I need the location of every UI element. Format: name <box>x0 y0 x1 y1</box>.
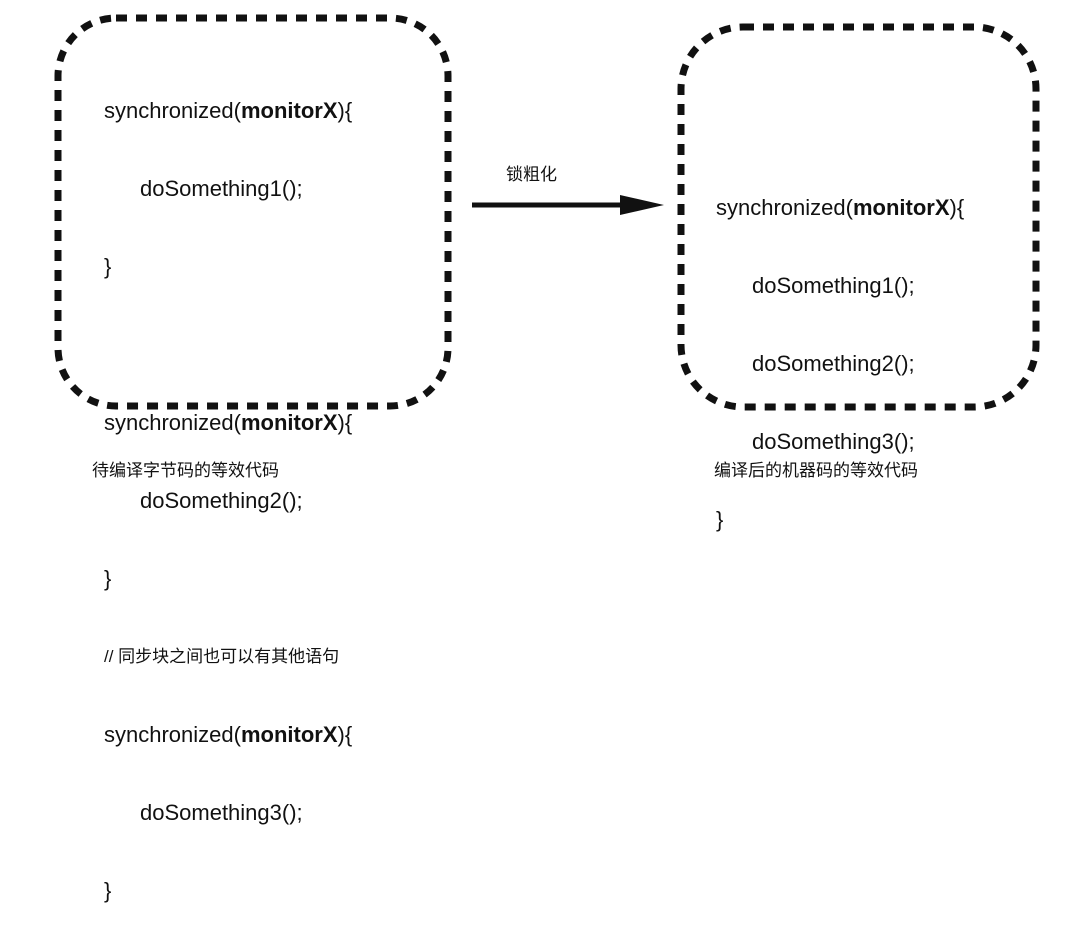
open-brace: ){ <box>337 410 353 435</box>
code-line-sync-merged: synchronized(monitorX){ <box>716 195 964 221</box>
code-line-call-1: doSomething1(); <box>140 176 303 201</box>
code-comment: // 同步块之间也可以有其他语句 <box>104 647 340 666</box>
open-brace: ){ <box>337 98 353 123</box>
code-line-call-2: doSomething2(); <box>140 488 303 513</box>
sync-keyword: synchronized( <box>716 195 853 220</box>
code-line-sync-2: synchronized(monitorX){ <box>104 410 352 436</box>
code-line-close-1: } <box>104 254 112 279</box>
code-line-call-3: doSomething3(); <box>752 429 915 454</box>
code-line-close: } <box>716 507 724 532</box>
monitor-name: monitorX <box>240 98 338 123</box>
open-brace: ){ <box>337 722 353 747</box>
arrow-head <box>620 195 664 215</box>
blank-line <box>104 332 352 358</box>
open-brace: ){ <box>949 195 965 220</box>
sync-keyword: synchronized( <box>104 98 241 123</box>
code-line-call-1: doSomething1(); <box>752 273 915 298</box>
sync-keyword: synchronized( <box>104 722 241 747</box>
monitor-name: monitorX <box>852 195 950 220</box>
code-line-sync-1: synchronized(monitorX){ <box>104 98 352 124</box>
left-dashed-box <box>54 14 452 410</box>
sync-keyword: synchronized( <box>104 410 241 435</box>
code-line-call-3: doSomething3(); <box>140 800 303 825</box>
right-caption: 编译后的机器码的等效代码 <box>714 461 918 480</box>
left-caption: 待编译字节码的等效代码 <box>92 461 279 480</box>
diagram-canvas <box>54 14 1040 411</box>
code-line-close-2: } <box>104 566 112 591</box>
monitor-name: monitorX <box>240 722 338 747</box>
code-line-close-3: } <box>104 878 112 903</box>
left-code-block: synchronized(monitorX){ doSomething1(); … <box>104 46 352 930</box>
code-line-call-2: doSomething2(); <box>752 351 915 376</box>
right-code-block: synchronized(monitorX){ doSomething1(); … <box>716 143 964 559</box>
arrow-label: 锁粗化 <box>506 165 557 184</box>
code-line-sync-3: synchronized(monitorX){ <box>104 722 352 748</box>
monitor-name: monitorX <box>240 410 338 435</box>
